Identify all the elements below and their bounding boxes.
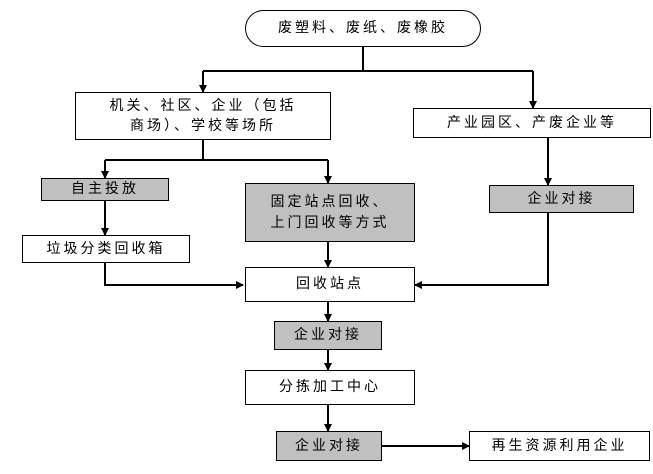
node-renewable-enterprise: 再生资源利用企业 bbox=[469, 431, 650, 461]
node-enterprise-dock-right: 企业对接 bbox=[489, 185, 634, 213]
edge-dock-right-to-station bbox=[414, 213, 549, 289]
edge-bins-to-station bbox=[104, 263, 244, 289]
node-agencies: 机关、社区、企业（包括 商场）、学校等场所 bbox=[75, 92, 331, 140]
node-recycling-station: 回收站点 bbox=[245, 267, 415, 302]
node-self-drop: 自主投放 bbox=[41, 178, 169, 201]
node-source: 废塑料、废纸、废橡胶 bbox=[245, 10, 481, 47]
edge-source-split bbox=[203, 47, 533, 72]
edge-agencies-split bbox=[105, 140, 328, 161]
node-enterprise-dock-mid: 企业对接 bbox=[274, 321, 382, 350]
node-industrial: 产业园区、产废企业等 bbox=[413, 108, 651, 138]
node-enterprise-dock-bottom: 企业对接 bbox=[276, 431, 382, 461]
node-sorting-center: 分拣加工中心 bbox=[245, 370, 415, 405]
node-fixed-station: 固定站点回收、 上门回收等方式 bbox=[245, 183, 415, 242]
node-bins: 垃圾分类回收箱 bbox=[22, 235, 190, 263]
